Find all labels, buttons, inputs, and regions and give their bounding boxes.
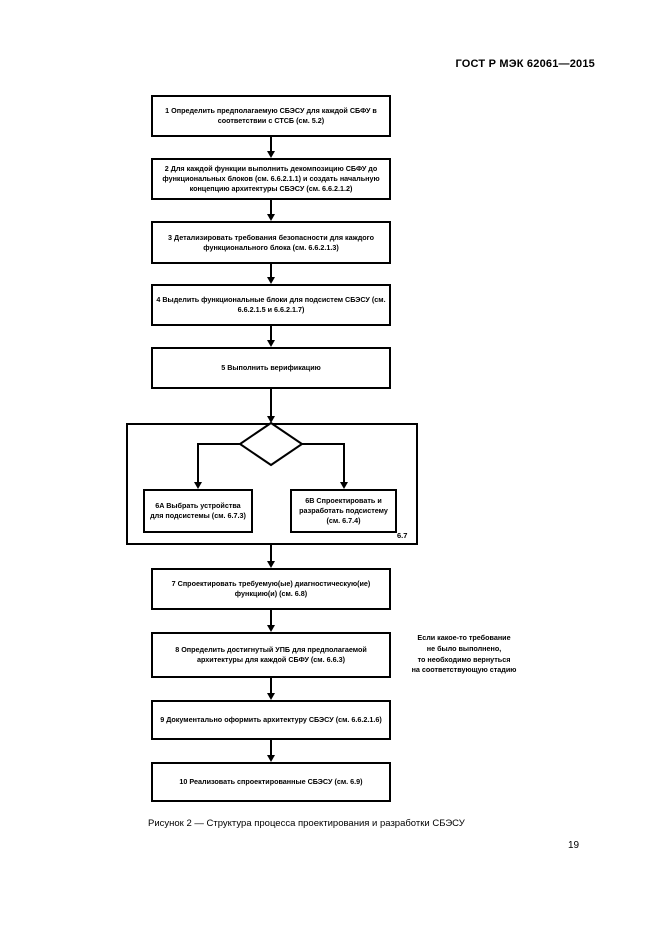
flow-box-8: 8 Определить достигнутый УПБ для предпол… (151, 632, 391, 678)
arrowhead-8-9 (267, 693, 275, 700)
flow-box-4: 4 Выделить функциональные блоки для подс… (151, 284, 391, 326)
standard-header: ГОСТ Р МЭК 62061—2015 (455, 58, 595, 70)
flow-box-9: 9 Документально оформить архитектуру СБЭ… (151, 700, 391, 740)
figure-caption: Рисунок 2 — Структура процесса проектиро… (148, 818, 465, 829)
arrowhead-6-6b (340, 482, 348, 489)
page-number: 19 (568, 840, 580, 851)
arrowhead-7-8 (267, 625, 275, 632)
connector-6-6b (302, 443, 345, 483)
arrowhead-6-6a (194, 482, 202, 489)
flow-box-2: 2 Для каждой функции выполнить декомпози… (151, 158, 391, 200)
arrowhead-4-5 (267, 340, 275, 347)
flow-box-1: 1 Определить предполагаемую СБЭСУ для ка… (151, 95, 391, 137)
return-to-stage-note: Если какое-то требование не было выполне… (411, 633, 517, 675)
group-clause-label: 6.7 (397, 531, 408, 540)
flow-box-10: 10 Реализовать спроектированные СБЭСУ (с… (151, 762, 391, 802)
arrowhead-3-4 (267, 277, 275, 284)
arrowhead-1-2 (267, 151, 275, 158)
arrowhead-5-6 (267, 416, 275, 423)
arrowhead-9-10 (267, 755, 275, 762)
flow-box-6b: 6B Спроектировать и разработать подсисте… (290, 489, 397, 533)
arrowhead-6-7 (267, 561, 275, 568)
flow-box-3: 3 Детализировать требования безопасности… (151, 221, 391, 264)
flow-box-6a: 6A Выбрать устройства для подсистемы (см… (143, 489, 253, 533)
connector-6-6a (197, 443, 240, 483)
flow-box-7: 7 Спроектировать требуемую(ые) диагности… (151, 568, 391, 610)
arrowhead-2-3 (267, 214, 275, 221)
flow-box-5: 5 Выполнить верификацию (151, 347, 391, 389)
decision-diamond (238, 421, 304, 467)
